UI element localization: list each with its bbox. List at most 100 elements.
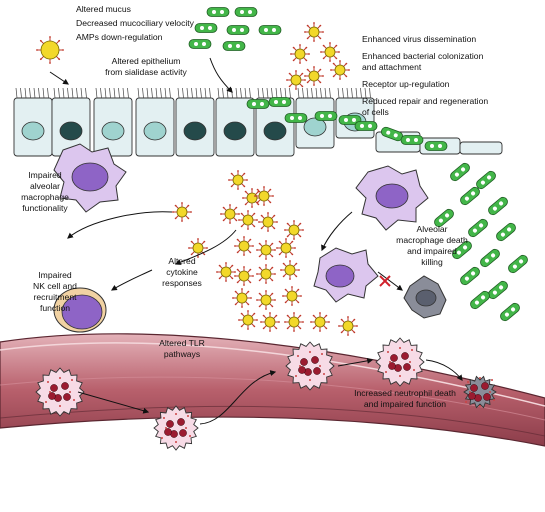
epithelial-cell: [51, 87, 91, 157]
label-line: and impaired function: [363, 399, 447, 409]
dead-macrophage-icon: [403, 275, 447, 319]
label-line: Altered TLR: [159, 338, 205, 348]
bacterium-icon: [488, 280, 508, 300]
virus-icon: [276, 238, 296, 258]
virus-icon: [310, 312, 330, 332]
label-line: Alveolar: [416, 224, 448, 234]
blood-vessel: [0, 333, 545, 447]
label-line: killing: [421, 257, 443, 267]
epithelial-cell: [255, 87, 295, 157]
bacterium-icon: [268, 97, 292, 107]
virus-icon: [232, 288, 252, 308]
label-line: Increased neutrophil death: [354, 388, 456, 398]
virus-icon: [220, 204, 240, 224]
dead-neutrophil-icon: [463, 375, 497, 409]
virus-icon: [188, 238, 208, 258]
label-line: Impaired: [38, 270, 72, 280]
epithelial-cell: [459, 141, 503, 155]
label-line: alveolar: [29, 181, 61, 191]
epithelial-cell: [295, 87, 335, 149]
epithelial-cell: [135, 87, 175, 157]
label-line: recruitment: [33, 292, 77, 302]
virus-icon: [234, 266, 254, 286]
label-line: macrophage death: [396, 235, 468, 245]
bacterium-icon: [460, 266, 480, 286]
label-line: Altered: [168, 256, 196, 266]
virus-icon: [238, 310, 258, 330]
bacterium-icon: [284, 113, 308, 123]
bacterium-icon: [206, 7, 230, 17]
effect-line: Enhanced virus dissemination: [362, 34, 477, 44]
neutrophil-label: Increased neutrophil death and impaired …: [330, 388, 480, 410]
bacterium-icon: [226, 25, 250, 35]
infected-macrophage-icon: [313, 247, 379, 303]
nk-cell-label: Impaired NK cell and recruitment functio…: [20, 270, 90, 314]
arrows: [49, 57, 463, 425]
nk-cell-icon: [53, 287, 107, 333]
label-line: cytokine: [166, 267, 198, 277]
epithelium-label: Altered epithelium from sialidase activi…: [86, 56, 206, 78]
virus-icon: [258, 212, 278, 232]
bacterium-icon: [460, 186, 480, 206]
virus-icon: [172, 202, 192, 222]
mucus-effect-line: AMPs down-regulation: [76, 32, 163, 42]
tlr-label: Altered TLR pathways: [140, 338, 224, 360]
neutrophil-icon: [153, 405, 199, 451]
effect-line: Enhanced bacterial colonization: [362, 51, 484, 61]
virus-icon: [216, 262, 236, 282]
bacterium-icon: [314, 111, 338, 121]
virus-icon: [282, 286, 302, 306]
label-line: and impaired: [407, 246, 457, 256]
label-line: Impaired: [28, 170, 62, 180]
virus-icon: [256, 240, 276, 260]
bacterium-icon: [400, 135, 424, 145]
cytokine-label: Altered cytokine responses: [152, 256, 212, 289]
virus-icon: [330, 60, 350, 80]
epithelium-label-line: Altered epithelium: [111, 56, 181, 66]
virus-icon: [338, 316, 358, 336]
virus-icon: [284, 220, 304, 240]
effect-line: Reduced repair and regeneration: [362, 96, 489, 106]
bacterium-icon: [476, 170, 496, 190]
virus-icon: [234, 236, 254, 256]
bacteria: [188, 7, 528, 322]
virus-icon: [238, 210, 258, 230]
bacterium-icon: [194, 23, 218, 33]
virus-icon: [286, 70, 306, 90]
bacterium-icon: [424, 141, 448, 151]
bacterium-icon: [354, 121, 378, 131]
virus-icon: [242, 188, 262, 208]
bacterium-icon: [246, 99, 270, 109]
virus-icon: [260, 312, 280, 332]
label-line: functionality: [22, 203, 68, 213]
blocked-killing-icon: [377, 271, 403, 291]
label-line: function: [39, 303, 71, 313]
macrophage-icon: [53, 143, 127, 213]
virus-icon: [280, 260, 300, 280]
bacterium-icon: [496, 222, 516, 242]
bacterium-icon: [188, 39, 212, 49]
virus-icon: [256, 264, 276, 284]
bacterium-icon: [450, 162, 470, 182]
virus-icon: [284, 312, 304, 332]
neutrophil-icon: [285, 341, 335, 391]
bacterium-icon: [488, 196, 508, 216]
virus-icon: [256, 290, 276, 310]
macrophage-functionality-label: Impaired alveolar macrophage functionali…: [8, 170, 82, 214]
virus-icon: [304, 22, 324, 42]
bacterium-icon: [258, 25, 282, 35]
bacterium-icon: [468, 218, 488, 238]
mucus-effect-line: Altered mucus: [76, 4, 131, 14]
bacterium-icon: [500, 302, 520, 322]
label-line: NK cell and: [33, 281, 77, 291]
virus-icon: [320, 42, 340, 62]
virus-icon: [36, 36, 64, 64]
macrophage-icon: [355, 165, 429, 231]
bacterium-icon: [222, 41, 246, 51]
label-line: pathways: [163, 349, 201, 359]
epithelial-cell: [93, 87, 133, 157]
effect-line: Receptor up-regulation: [362, 79, 450, 89]
neutrophil-icon: [35, 367, 85, 417]
bacterium-icon: [234, 7, 258, 17]
